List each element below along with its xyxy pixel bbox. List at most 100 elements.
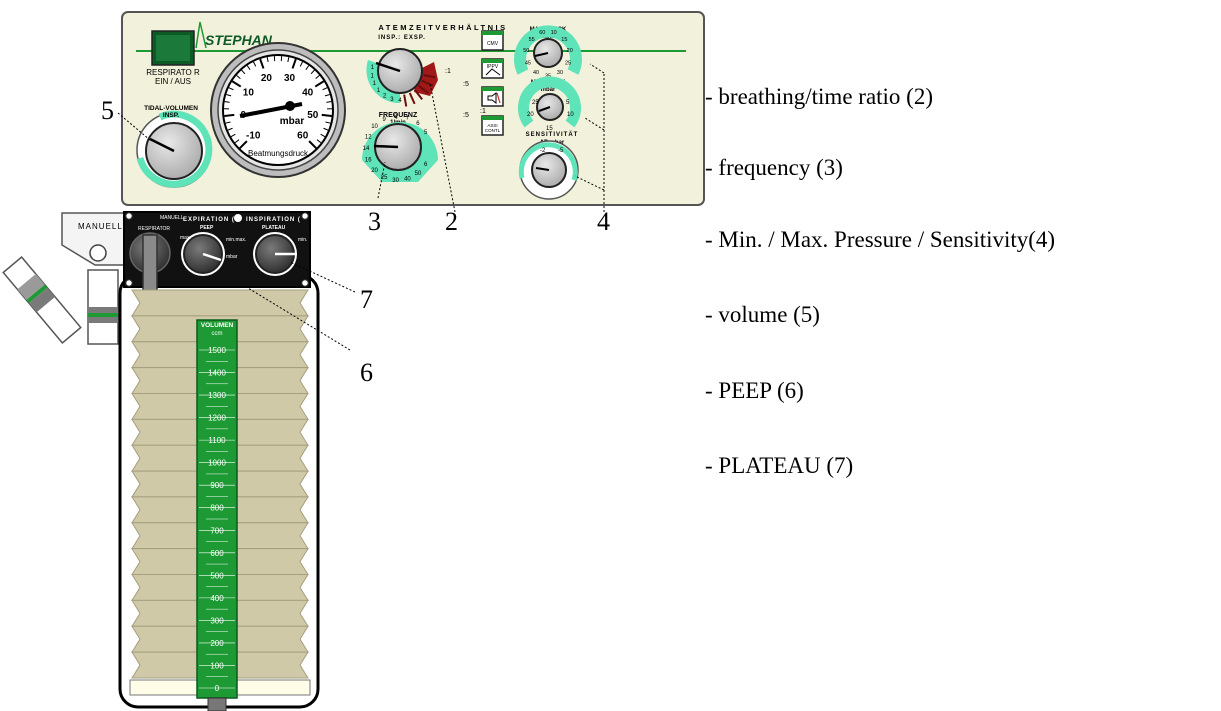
inspiration-label: INSPIRATION ( <box>246 217 301 223</box>
pressure-gauge: -100102030405060 mbar Beatmungsdruck <box>210 42 346 178</box>
mode-button-alarm-mute[interactable] <box>481 86 504 107</box>
sensitivity-label-1: SENSITIVITÄT <box>526 131 579 138</box>
volume-title-2: ccm <box>212 331 223 337</box>
power-switch[interactable] <box>151 30 195 66</box>
legend-item-ratio: - breathing/time ratio (2) <box>705 84 934 109</box>
legend-item-pressure: - Min. / Max. Pressure / Sensitivity(4) <box>705 227 1056 252</box>
plateau-label: PLATEAU <box>262 225 286 231</box>
screw-icons <box>125 212 309 287</box>
frequency-knob[interactable] <box>362 122 438 182</box>
ratio-scale-label: 1 <box>373 81 377 87</box>
volume-scale-label: 1200 <box>208 414 226 423</box>
sensitivity-knob[interactable] <box>518 140 579 200</box>
frequency-scale-label: 12 <box>365 134 372 140</box>
ratio-indicator-bars <box>403 74 436 107</box>
ratio-value-c: :1 <box>480 108 486 115</box>
gauge-tick-label: 60 <box>297 131 309 142</box>
gauge-tick-label: 50 <box>307 110 319 121</box>
max-pressure-scale-label: 45 <box>525 60 531 66</box>
volume-scale-ticks: 1500140013001200110010009008007006005004… <box>199 346 235 693</box>
callout-6: 6 <box>360 358 373 387</box>
expiration-label: EXPIRATION ( <box>183 217 235 223</box>
ratio-title: ATEMZEITVERHÄLTNIS <box>378 23 507 32</box>
max-pressure-scale-label: 60 <box>539 30 545 36</box>
plateau-knob[interactable] <box>253 232 297 276</box>
gauge-tick-label: 10 <box>243 87 255 98</box>
max-pressure-scale-label: 25 <box>565 60 571 66</box>
gauge-caption: Beatmungsdruck <box>248 149 309 158</box>
max-pressure-knob[interactable] <box>514 25 582 75</box>
gauge-ticks <box>224 56 332 149</box>
manual-small-label: MANUELL <box>160 215 184 221</box>
bellows-unit: MANUELL EXPIRATION ( INSPIRATION ( RESPI… <box>118 211 320 711</box>
volume-scale-label: 400 <box>210 594 224 603</box>
volume-scale-label: 800 <box>210 504 224 513</box>
callout-2: 2 <box>445 207 458 236</box>
svg-text:5: 5 <box>566 100 570 106</box>
mbar-label: mbar <box>226 254 238 260</box>
brand-text: STEPHAN <box>205 32 273 48</box>
svg-text:20: 20 <box>527 112 534 118</box>
stephan-logo: STEPHAN <box>195 21 273 49</box>
max-pressure-scale-label: 50 <box>523 48 529 54</box>
callout-7: 7 <box>360 285 373 314</box>
frequency-scale-label: 6 <box>416 121 420 127</box>
min-pressure-knob[interactable] <box>518 76 581 128</box>
frequency-scale-label: 40 <box>404 177 411 183</box>
legend-item-plateau: - PLATEAU (7) <box>705 453 854 478</box>
frequency-scale-label: 5 <box>424 130 428 136</box>
svg-text:-2: -2 <box>540 148 546 154</box>
plateau-scale-right: min. <box>298 237 307 243</box>
min-pressure-label-2: mbar <box>541 87 556 93</box>
tidal-volume-label-1: TIDAL-VOLUMEN <box>144 105 198 112</box>
peep-knob[interactable] <box>181 232 225 276</box>
volume-scale-label: 0 <box>215 684 220 693</box>
mode-button-assist[interactable]: ASSI CONTL <box>481 115 504 136</box>
ratio-scale-label: 1 <box>371 65 375 71</box>
callout-lines <box>117 63 605 351</box>
frequency-scale-label: 9 <box>382 117 386 123</box>
volume-scale-label: 300 <box>210 616 224 625</box>
frequency-scale-label: 8 <box>394 114 398 120</box>
tidal-volume-label-2: INSP. <box>163 112 179 119</box>
volume-scale-label: 500 <box>210 571 224 580</box>
power-label-1: RESPIRATO R <box>146 68 200 77</box>
frequency-scale-label: 14 <box>363 146 370 152</box>
volume-title-1: VOLUMEN <box>201 322 234 329</box>
max-pressure-scale-label: 55 <box>529 37 535 43</box>
callout-4: 4 <box>597 207 610 236</box>
bellows-fold <box>131 289 309 317</box>
frequency-scale-label: 20 <box>371 168 378 174</box>
ratio-knob[interactable] <box>366 48 438 107</box>
svg-text:25: 25 <box>532 100 539 106</box>
tidal-volume-knob[interactable] <box>136 110 213 188</box>
ratio-subtitle: INSP.: EXSP. <box>378 35 425 41</box>
volume-scale-label: 1100 <box>208 436 226 445</box>
ratio-scale-label: 2 <box>383 93 387 99</box>
ratio-scale-label: 1 <box>371 73 375 79</box>
volume-scale-label: 700 <box>210 526 224 535</box>
mode-button-cmv[interactable]: CMV <box>481 30 504 51</box>
leader-2 <box>429 82 456 213</box>
max-pressure-scale-label: 30 <box>557 70 563 76</box>
callout-3: 3 <box>368 207 381 236</box>
volume-scale-label: 100 <box>210 661 224 670</box>
max-pressure-scale-label: 10 <box>551 30 557 36</box>
volume-scale-label: 900 <box>210 481 224 490</box>
ratio-scale-label: 1 <box>377 88 381 94</box>
volume-scale-label: 1000 <box>208 459 226 468</box>
leader-5 <box>117 112 151 141</box>
plateau-scale-label: min.max. <box>226 237 246 243</box>
manual-port-icon <box>89 244 107 262</box>
frequency-scale-label: 30 <box>392 178 399 184</box>
volume-scale-label: 200 <box>210 639 224 648</box>
ratio-value-a: :1 <box>445 68 451 75</box>
gauge-tick-label: 20 <box>261 73 273 84</box>
gauge-tick-label: 30 <box>284 73 296 84</box>
frequency-scale-label: 25 <box>381 175 388 181</box>
volume-scale-label: 1300 <box>208 391 226 400</box>
mode-button-ippv[interactable]: IPPV <box>481 58 504 79</box>
